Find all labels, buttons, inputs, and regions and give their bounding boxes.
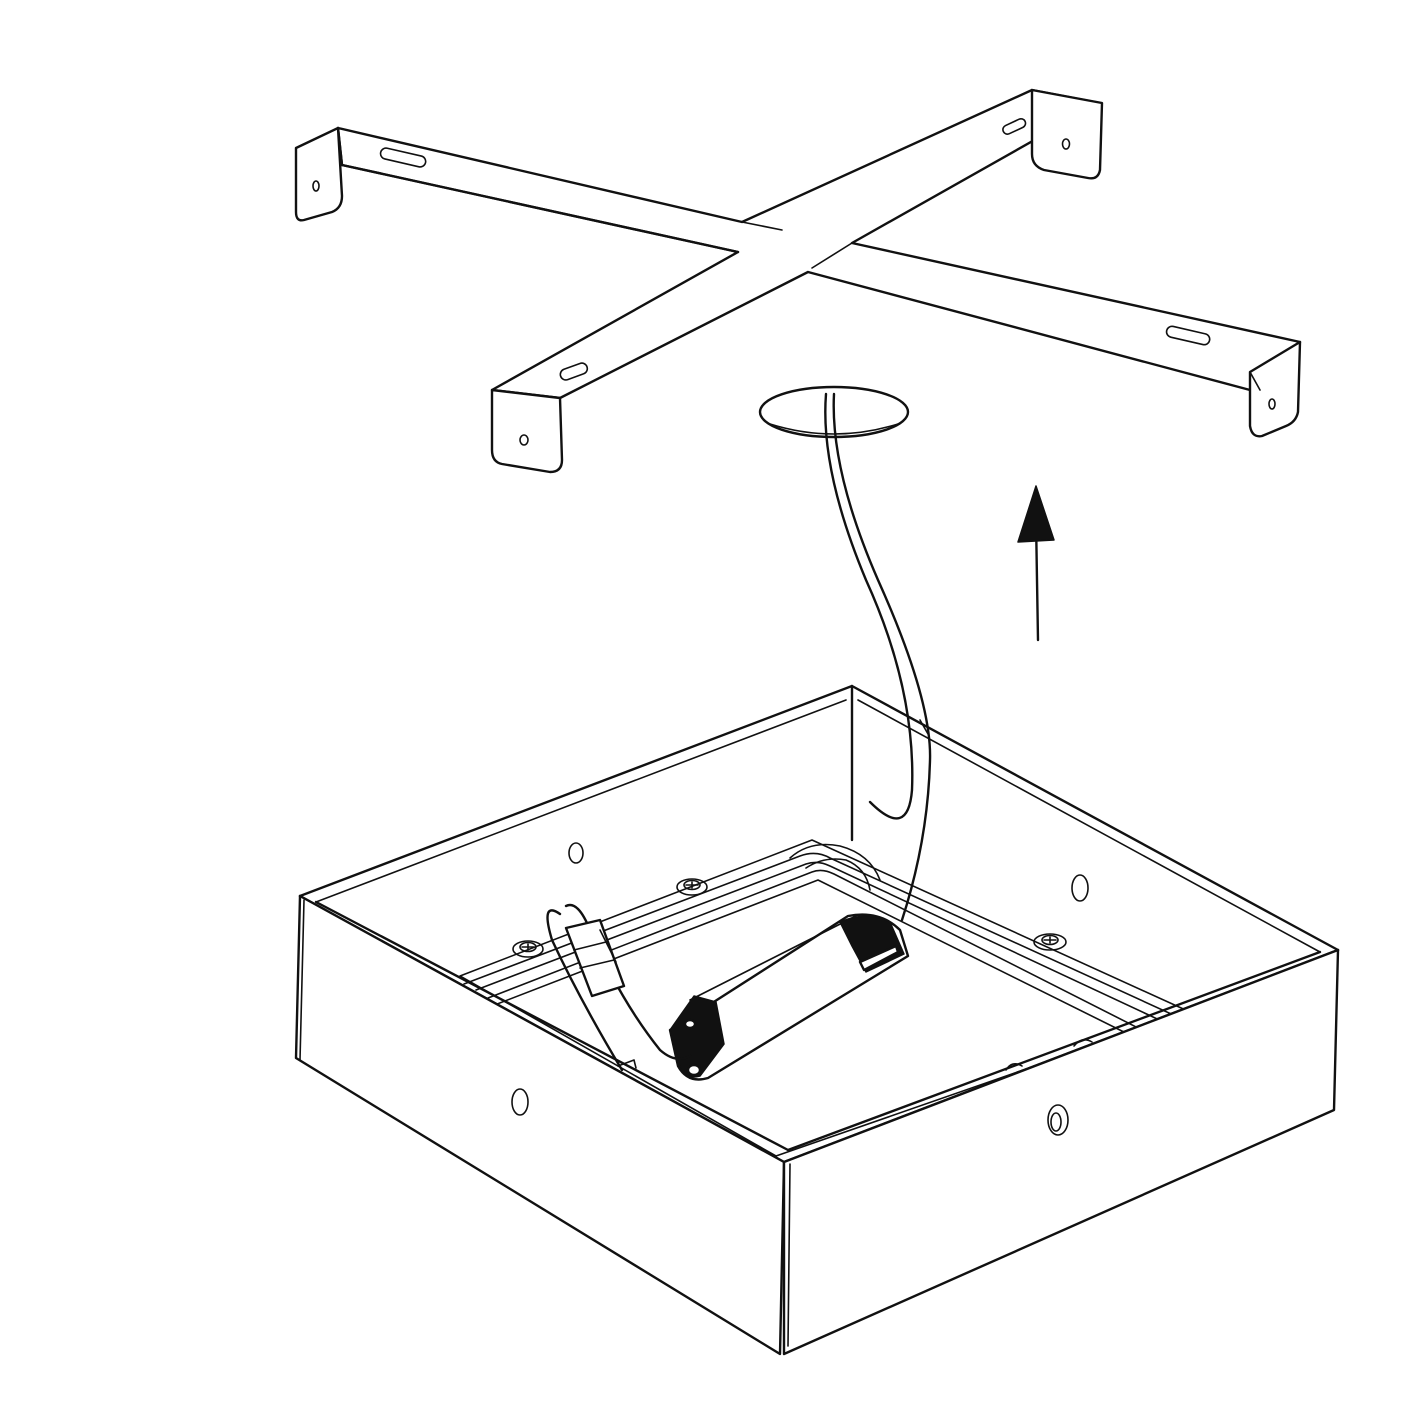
- screw: [1033, 933, 1067, 951]
- bracket-tab-right: [1248, 340, 1302, 438]
- inner-wire: [546, 909, 624, 1072]
- driver-top-edge: [689, 915, 857, 1001]
- ceiling-cable-hole: [758, 385, 910, 439]
- bracket-top-face: [336, 88, 1302, 400]
- terminal-block-line: [579, 959, 615, 969]
- wall-hole: [568, 842, 584, 864]
- pin: [1073, 1038, 1093, 1047]
- led-driver: [668, 913, 910, 1081]
- housing-inner-wall-back-right: [850, 684, 1340, 952]
- bracket-bend-line: [337, 127, 343, 166]
- terminal-block: [546, 903, 692, 1072]
- screw-hole: [1268, 398, 1276, 410]
- housing-rim-front-left-inner: [314, 900, 790, 1152]
- screw-hole: [1061, 138, 1071, 150]
- bracket-slot: [379, 147, 427, 168]
- terminal-block-clip: [599, 929, 617, 963]
- bracket-bend-line: [1249, 371, 1261, 391]
- cable-channel: [805, 858, 871, 891]
- driver-terminal-screw: [686, 1063, 702, 1077]
- screw: [512, 940, 544, 958]
- square-luminaire-housing: [294, 684, 1340, 1356]
- screw: [676, 878, 708, 896]
- screw-hole: [519, 434, 529, 446]
- supply-cable: [824, 392, 932, 922]
- bracket-center-line: [811, 242, 853, 269]
- wire-end: [617, 1059, 637, 1069]
- wall-hole: [1047, 1104, 1069, 1136]
- wall-hole: [1071, 874, 1089, 902]
- housing-side-left: [294, 894, 786, 1356]
- housing-inner-wall-back-right-lower: [857, 699, 1321, 953]
- terminal-block-body: [564, 918, 626, 998]
- bracket-tab-left: [294, 126, 344, 222]
- driver-end-cap-left: [669, 995, 725, 1078]
- inner-rail: [463, 852, 1181, 1019]
- bracket-center-line: [741, 221, 783, 231]
- driver-cap-slot: [858, 944, 900, 972]
- housing-inner-wall-back-left: [298, 684, 854, 898]
- bracket-bend-line: [491, 389, 561, 399]
- cable-channel: [789, 843, 881, 881]
- wall-hole: [511, 1088, 529, 1116]
- housing-inner-wall-back-left-lower: [315, 699, 847, 903]
- bracket-tab-bottom-left: [490, 388, 564, 474]
- screw-hole: [312, 180, 320, 192]
- wall-hole-inner: [1050, 1112, 1062, 1132]
- bracket-slot: [559, 362, 589, 381]
- housing-side-right: [782, 948, 1340, 1356]
- lift-direction-arrow: [1017, 485, 1055, 642]
- inner-wire: [564, 903, 692, 1061]
- bracket-slot: [1002, 117, 1027, 135]
- housing-corner-edge: [787, 1163, 791, 1347]
- bracket-arm-left-edge: [340, 163, 740, 254]
- terminal-block-line: [573, 941, 607, 951]
- housing-rim-front-right-inner: [786, 950, 1322, 1152]
- bracket-slot: [1165, 325, 1211, 346]
- mounting-screws: [512, 878, 1067, 958]
- mounting-cross-bracket: [294, 88, 1302, 474]
- driver-terminal-screw: [683, 1018, 697, 1030]
- bracket-tab-top-right: [1030, 88, 1104, 180]
- housing-left-edge: [299, 899, 305, 1061]
- pin: [1005, 1062, 1023, 1071]
- inner-rail: [487, 869, 1151, 1035]
